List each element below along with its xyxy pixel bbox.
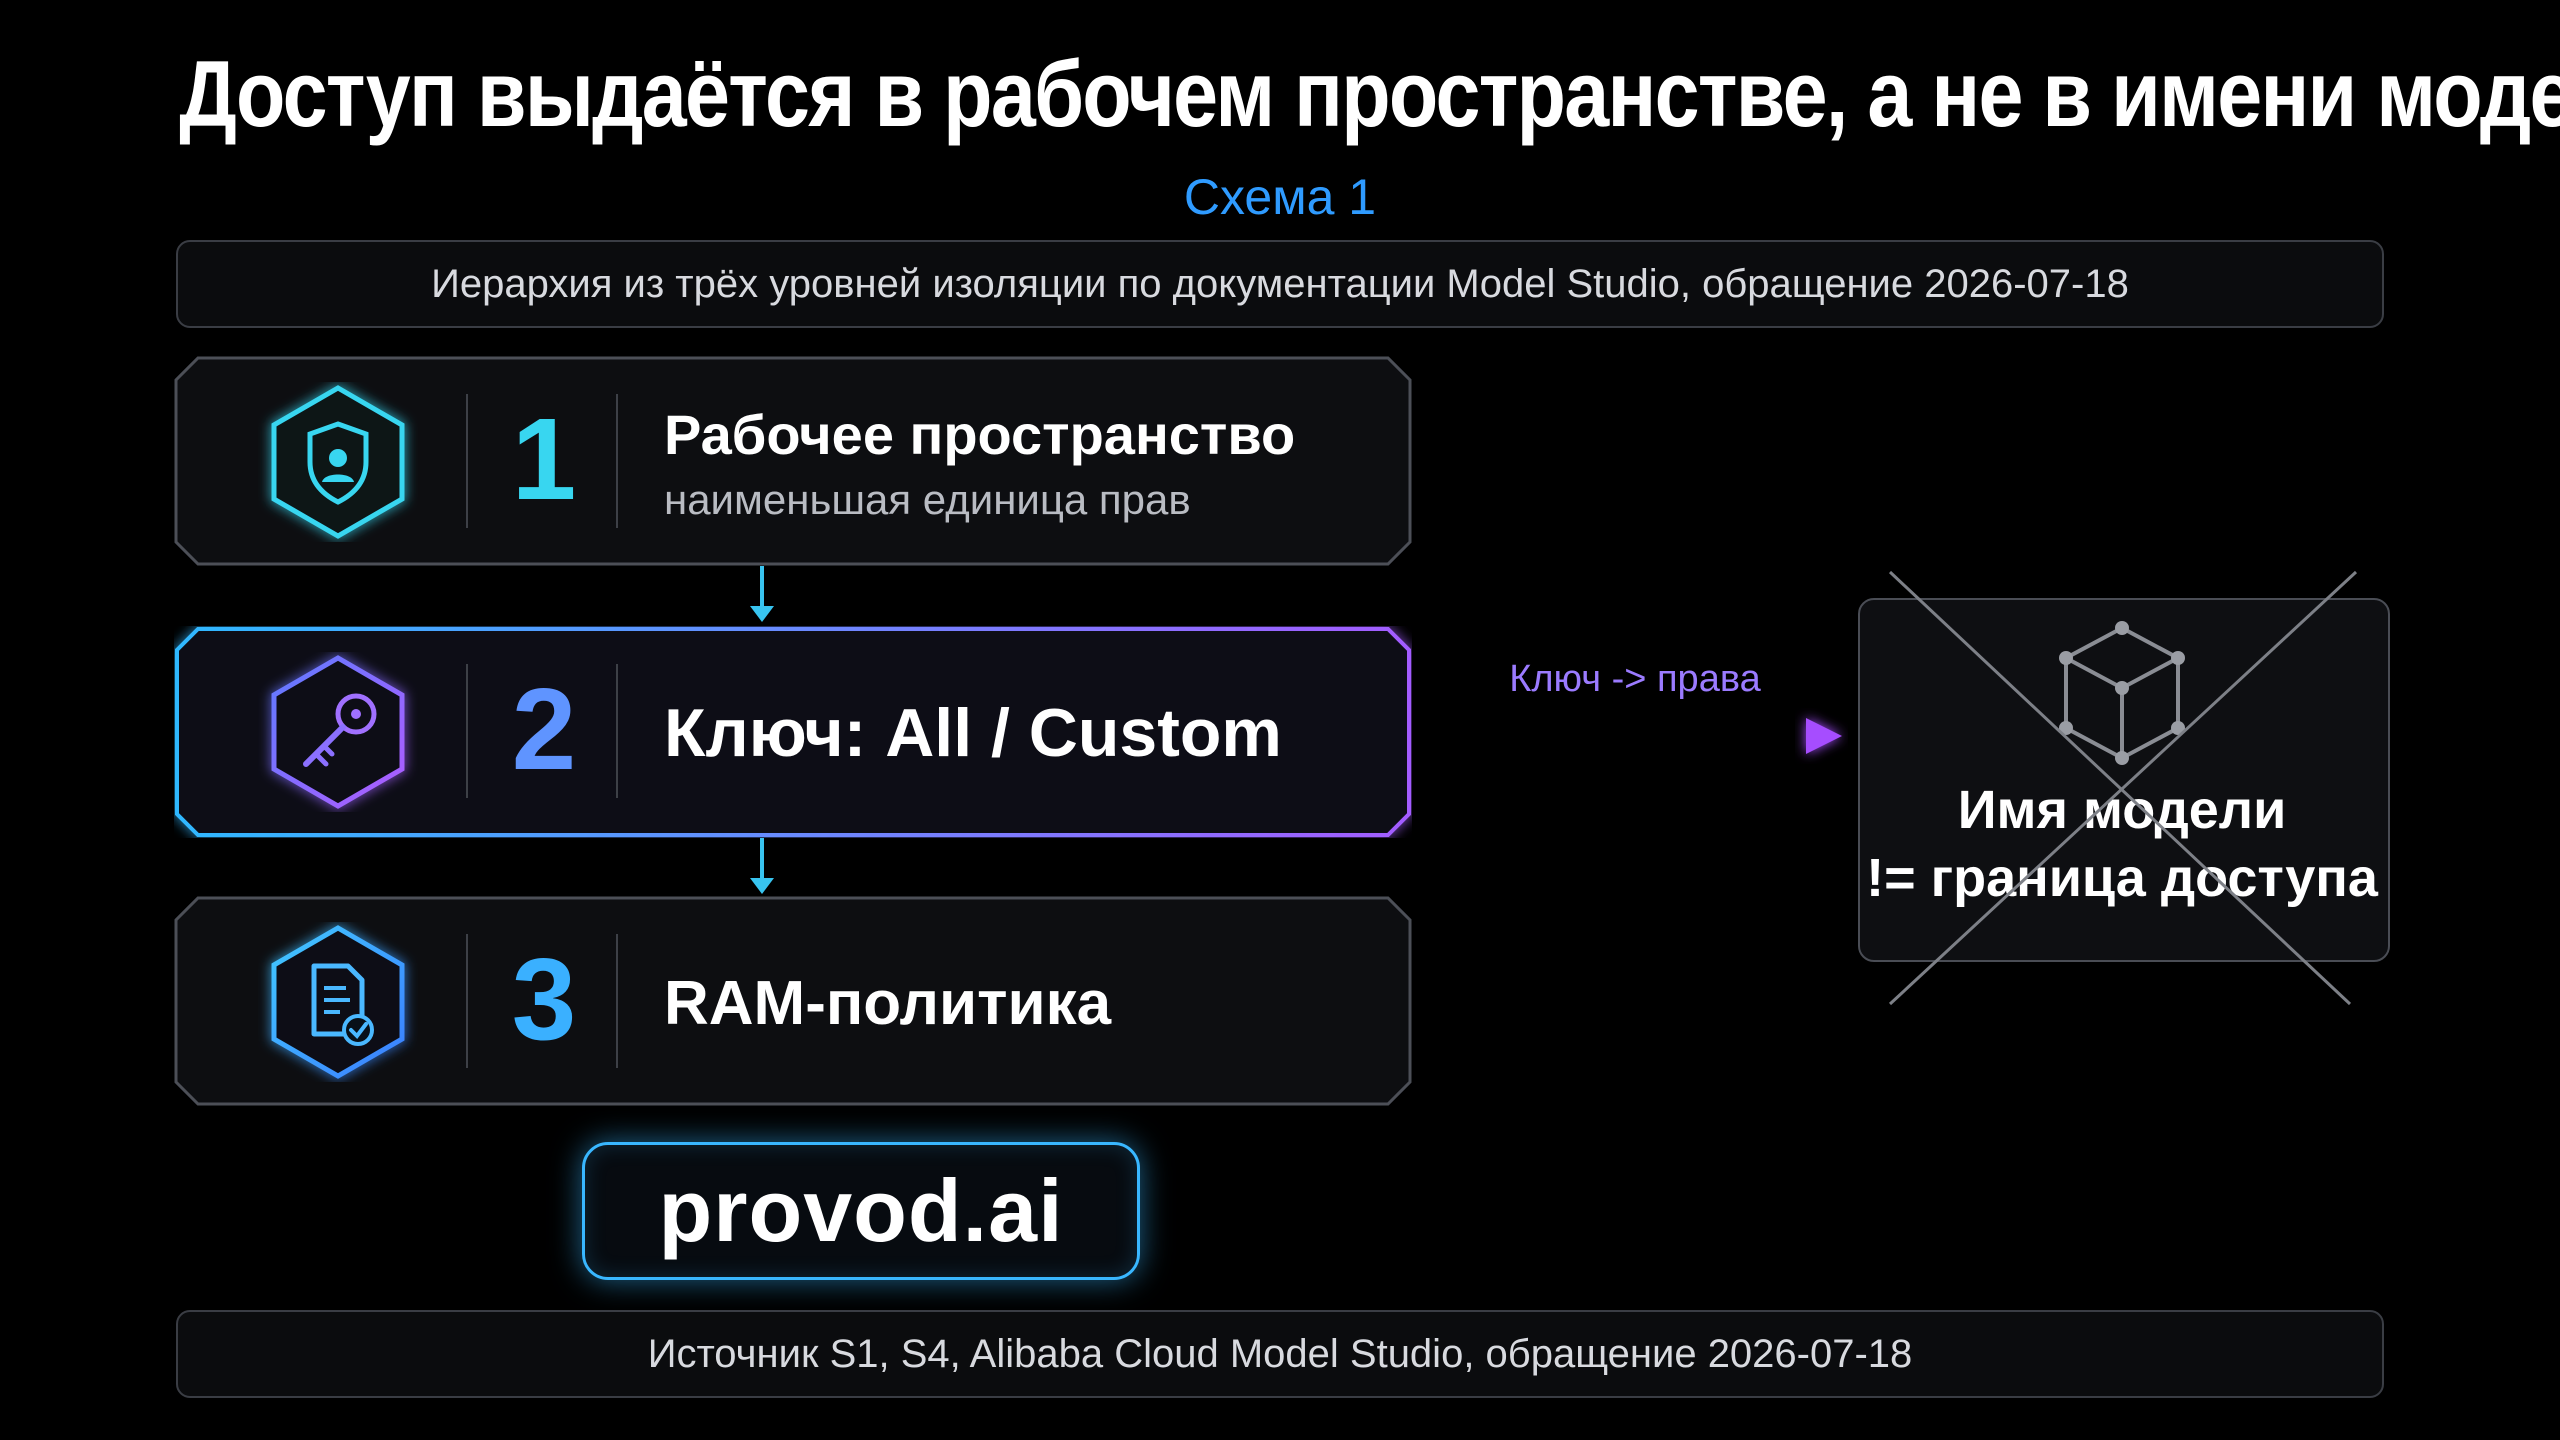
down-arrow-1-icon <box>750 566 774 622</box>
page-title: Доступ выдаётся в рабочем пространстве, … <box>179 41 2560 146</box>
tier-1-card: 1 Рабочее пространство наименьшая единиц… <box>174 356 1412 566</box>
hierarchy-note-text: Иерархия из трёх уровней изоляции по док… <box>431 261 2129 306</box>
tier-1-title: Рабочее пространство <box>664 403 1296 466</box>
tier-2-title: Ключ: All / Custom <box>664 695 1282 771</box>
tier-2-frame <box>175 627 1411 837</box>
tier-2-card: 2 Ключ: All / Custom <box>174 626 1412 837</box>
tier-1-subtitle: наименьшая единица прав <box>664 476 1191 523</box>
diagram-label: Схема 1 <box>1183 169 1377 225</box>
tier-1-frame <box>174 356 1412 566</box>
tier-2-divider <box>466 664 468 798</box>
connector-label: Ключ -> права <box>1509 658 1761 700</box>
tier-3-frame <box>174 896 1412 1106</box>
tier-2-number: 2 <box>511 664 577 794</box>
hierarchy-note: Иерархия из трёх уровней изоляции по док… <box>176 240 2384 328</box>
tier-1-number: 1 <box>511 394 577 524</box>
tier-3-card: 3 RAM-политика <box>174 896 1412 1106</box>
model-name-line-2: != граница доступа <box>1866 848 2378 908</box>
brand-logo-text: provod.ai <box>658 1161 1064 1260</box>
tier-2-divider-2 <box>616 664 618 798</box>
cross-out-icon <box>1888 570 2358 1006</box>
tier-3-divider <box>466 934 468 1068</box>
tier-3-divider-2 <box>616 934 618 1068</box>
source-note: Источник S1, S4, Alibaba Cloud Model Stu… <box>176 1310 2384 1398</box>
tier-1-divider-2 <box>616 394 618 528</box>
key-icon <box>271 655 405 809</box>
tier-3-number: 3 <box>511 934 577 1064</box>
cube-icon <box>2059 621 2185 765</box>
source-note-text: Источник S1, S4, Alibaba Cloud Model Stu… <box>647 1331 1913 1376</box>
tier-3-title: RAM-политика <box>664 969 1112 1038</box>
down-arrow-2-icon <box>750 838 774 894</box>
model-name-box <box>1858 598 2390 962</box>
brand-logo: provod.ai <box>582 1142 1140 1280</box>
shield-user-icon <box>271 385 405 539</box>
connector-arrow-icon <box>1430 718 1842 754</box>
tier-1-divider <box>466 394 468 528</box>
policy-document-icon <box>271 925 405 1079</box>
